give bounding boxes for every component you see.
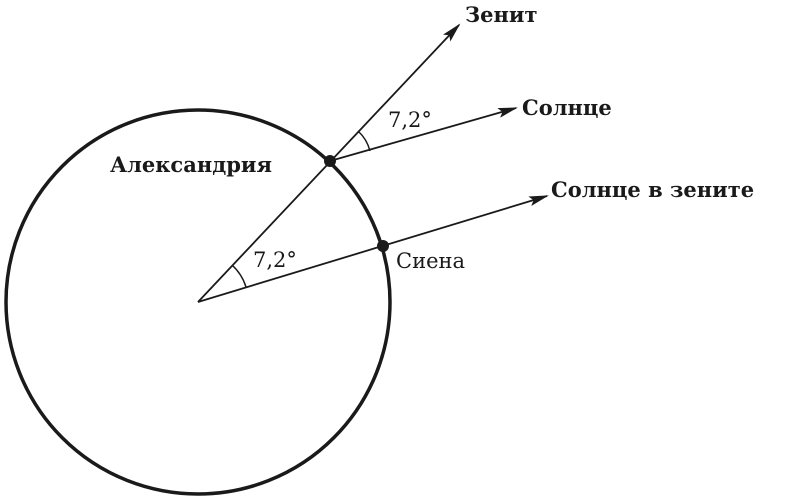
angle-center-label: 7,2° [253, 248, 297, 272]
alexandria-label: Александрия [110, 152, 272, 177]
syene-label: Сиена [396, 249, 465, 273]
sun-label: Солнце [522, 95, 612, 120]
zenith-label: Зенит [465, 2, 537, 27]
earth-circle [4, 108, 392, 496]
angle-top-label: 7,2° [388, 108, 432, 132]
angle-arc-center [231, 264, 247, 288]
sun-at-zenith-label: Солнце в зените [551, 177, 754, 202]
sun-ray [329, 107, 518, 162]
syene-point [377, 240, 389, 252]
alexandria-point [324, 155, 336, 167]
angle-arc-top [357, 130, 371, 152]
sun-zenith-ray [197, 195, 549, 303]
